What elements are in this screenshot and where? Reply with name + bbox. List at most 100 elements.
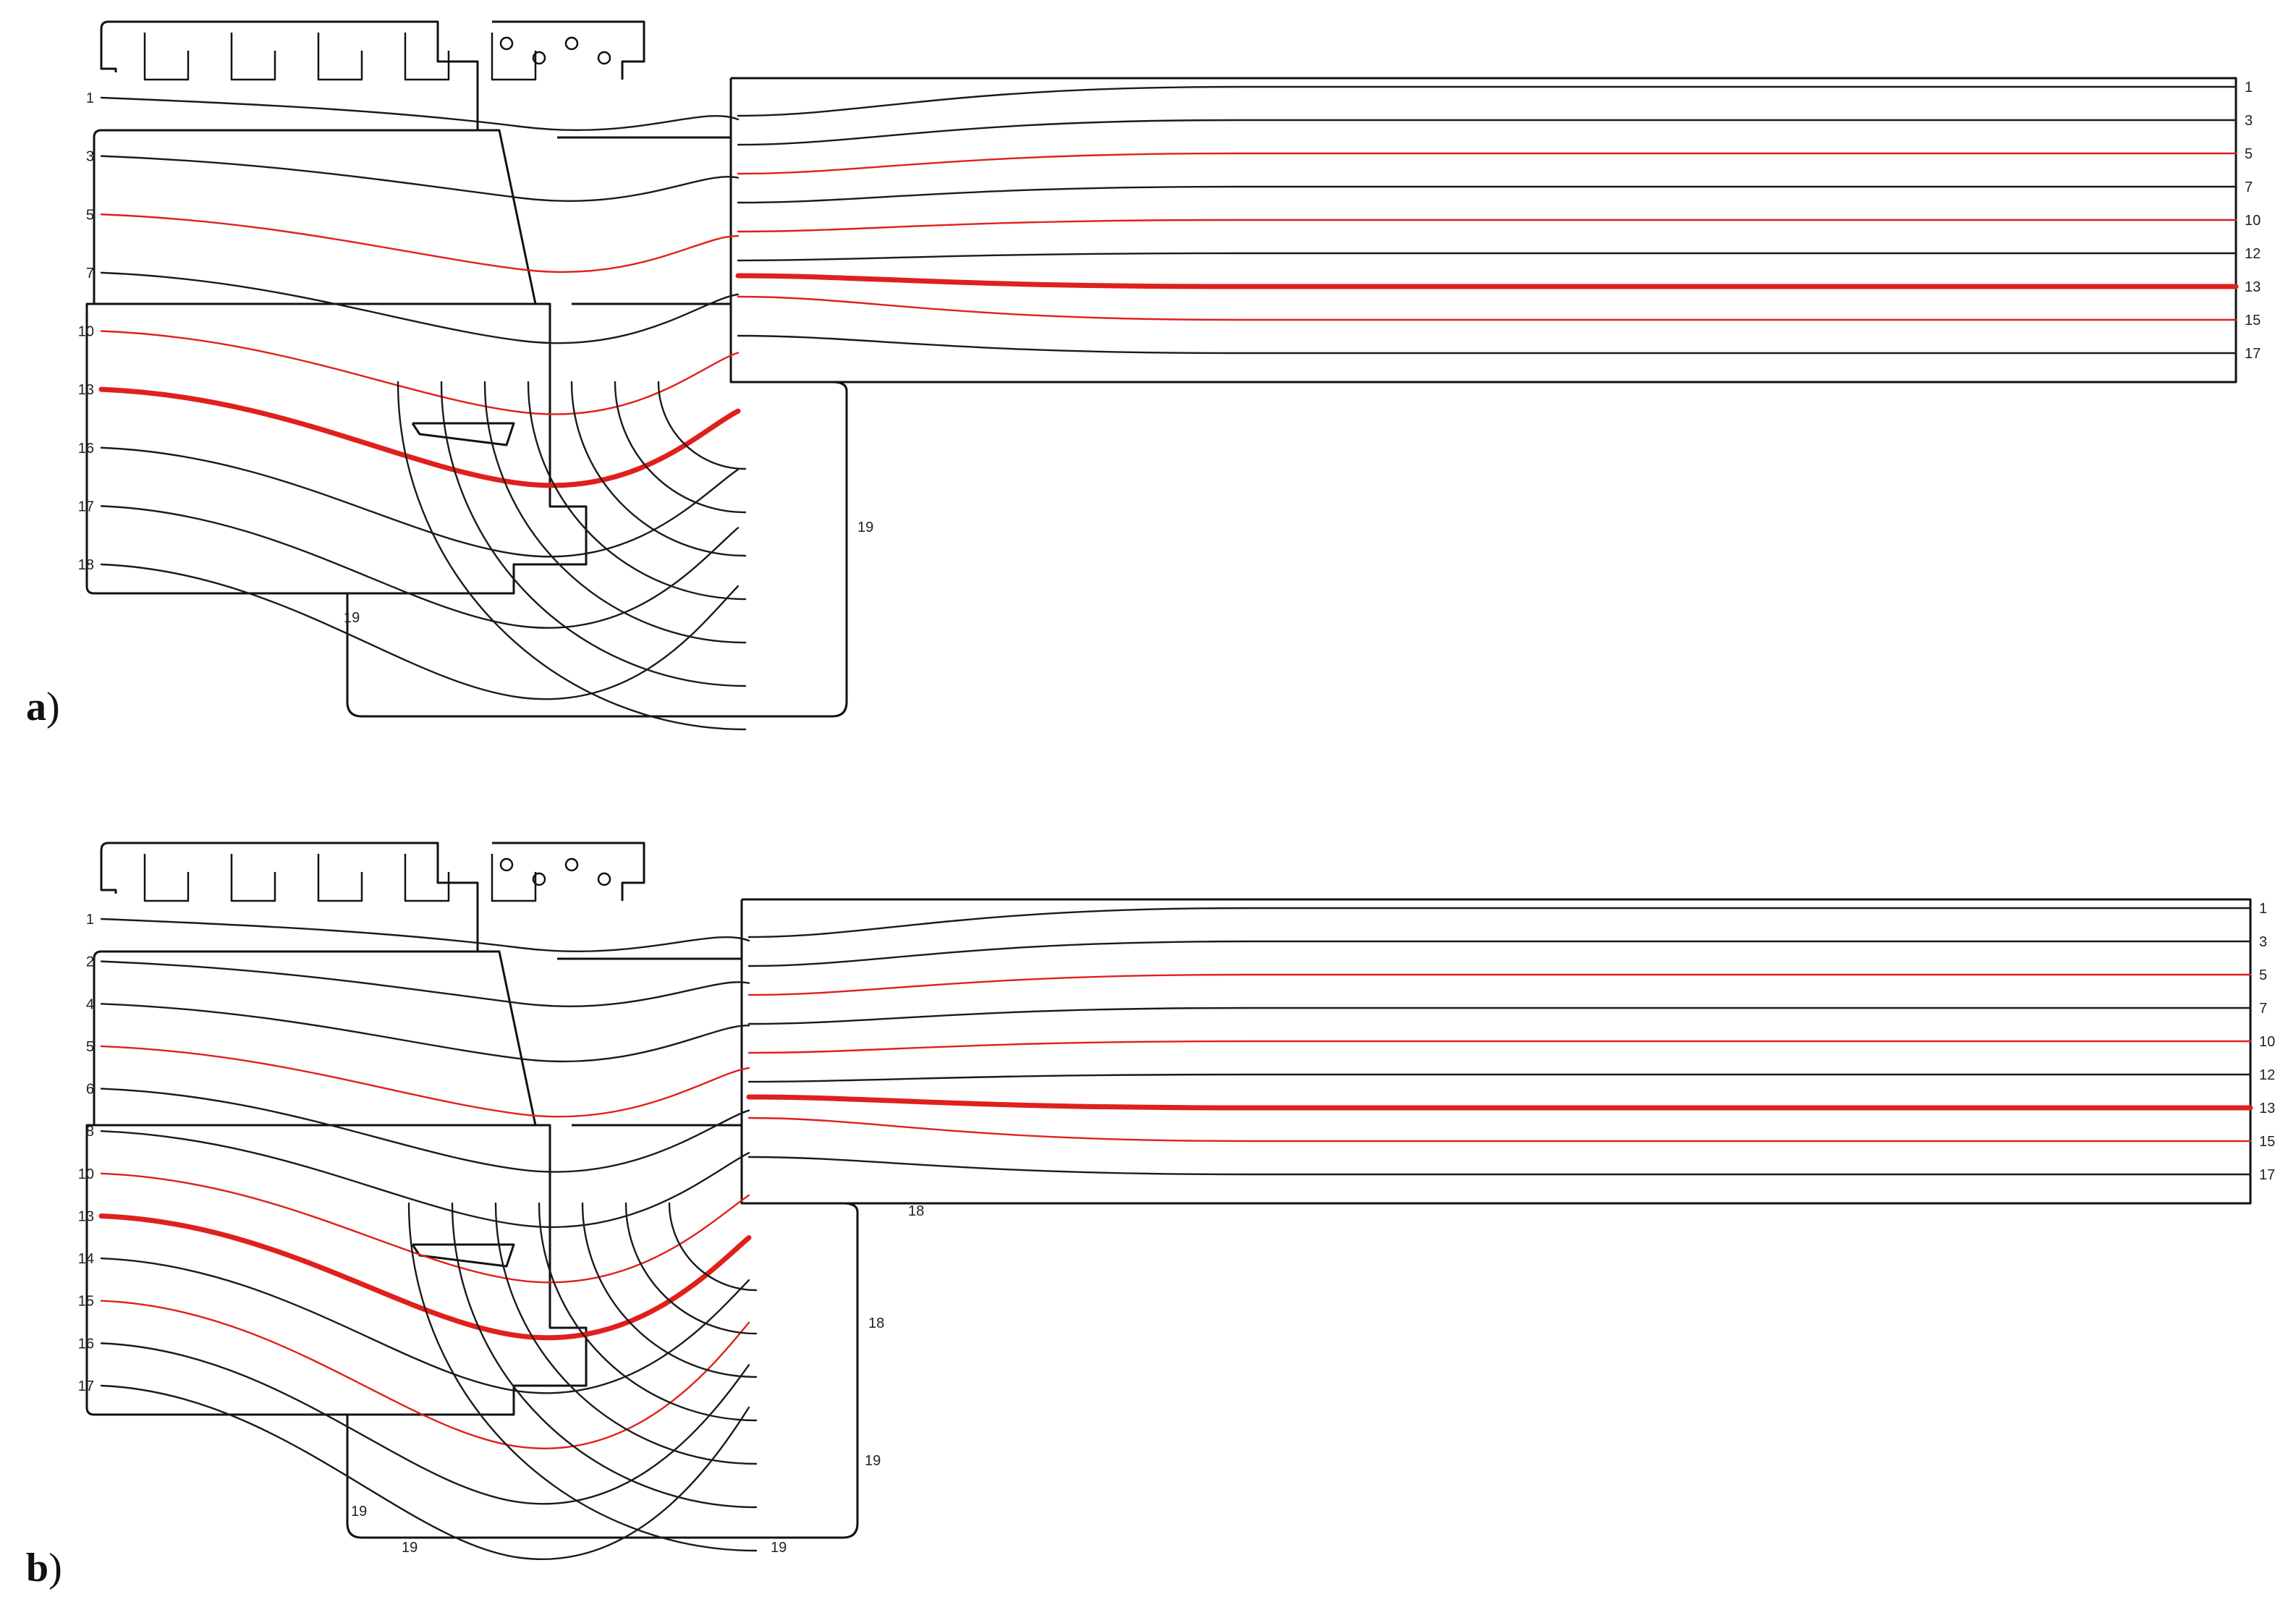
sash-block-outline: [93, 950, 537, 1127]
isotherm-left-label-5: 5: [86, 207, 94, 223]
glazing-bead-profile: [492, 842, 645, 901]
isotherm-extra-label-19: 19: [351, 1504, 367, 1520]
frame-block-outline: [85, 1124, 588, 1416]
isotherm-curve-17: [100, 1384, 750, 1560]
isotherm-right-label-17: 17: [2245, 346, 2261, 362]
profile-slot: [491, 33, 537, 81]
isotherm-right-label-1: 1: [2259, 901, 2267, 917]
isotherm-curve-7: [100, 271, 740, 344]
isotherm-curve-13: [98, 386, 741, 488]
profile-slot: [143, 854, 190, 902]
isotherm-left-label-18: 18: [78, 557, 94, 573]
profile-slot: [230, 854, 276, 902]
isotherm-line-10: [747, 1040, 2252, 1054]
isotherm-right-label-13: 13: [2245, 279, 2261, 295]
isotherm-right-label-10: 10: [2259, 1034, 2275, 1050]
isotherm-curve-16: [100, 1342, 750, 1505]
glazing-unit-outline: [740, 898, 2252, 1205]
isotherm-left-label-13: 13: [78, 1208, 94, 1224]
profile-hook: [499, 857, 514, 872]
wall-isotherm-arc: [657, 381, 747, 470]
isotherm-line-17: [747, 1156, 2252, 1176]
isotherm-line-3: [737, 119, 2237, 146]
isotherm-right-label-3: 3: [2259, 934, 2267, 950]
wall-isotherm-arc: [614, 381, 747, 514]
profile-hook: [564, 36, 579, 51]
isotherm-curve-4: [100, 1003, 750, 1063]
panel-b-caption-paren: ): [48, 1546, 62, 1590]
isotherm-line-13: [746, 1094, 2253, 1111]
isotherm-left-label-10: 10: [78, 1166, 94, 1182]
isotherm-extra-label-19: 19: [402, 1540, 418, 1556]
isotherm-left-label-5: 5: [86, 1039, 94, 1055]
isotherm-extra-label-18: 18: [868, 1315, 884, 1331]
profile-hook: [597, 872, 611, 886]
isotherm-right-label-1: 1: [2245, 80, 2253, 96]
isotherm-line-3: [747, 940, 2252, 967]
wall-isotherm-arc: [483, 381, 747, 644]
isotherm-left-label-17: 17: [78, 1378, 94, 1394]
isotherm-line-15: [747, 1116, 2252, 1143]
isotherm-curve-1: [100, 918, 750, 952]
profile-slot: [143, 33, 190, 81]
isotherm-line-12: [737, 252, 2237, 262]
isotherm-curve-16: [100, 446, 740, 558]
panel-b-caption: b): [26, 1545, 62, 1591]
isotherm-curve-17: [100, 505, 740, 629]
panel-b: 1357101213151712456810131415161718181919…: [78, 842, 2275, 1560]
wall-isotherm-arc: [494, 1202, 758, 1465]
isotherm-right-label-12: 12: [2259, 1067, 2275, 1083]
isotherm-left-label-14: 14: [78, 1251, 94, 1267]
isotherm-curve-5: [100, 1045, 750, 1118]
isotherm-line-7: [747, 1007, 2252, 1025]
sash-profile-top: [100, 20, 479, 130]
isotherm-left-label-1: 1: [86, 90, 94, 106]
isotherm-curve-2: [100, 960, 750, 1007]
isotherm-left-label-10: 10: [78, 324, 94, 340]
profile-slot: [317, 33, 363, 81]
wall-isotherm-arc: [538, 1202, 758, 1422]
frame-block-outline: [85, 302, 588, 595]
isotherm-curve-14: [100, 1257, 750, 1394]
isotherm-right-label-13: 13: [2259, 1101, 2275, 1116]
isotherm-left-label-16: 16: [78, 441, 94, 457]
isotherm-left-label-17: 17: [78, 499, 94, 514]
isotherm-line-17: [737, 334, 2237, 355]
profile-hook: [532, 51, 546, 65]
profile-slot: [404, 854, 450, 902]
profile-slot: [404, 33, 450, 81]
wall-block-outline: [346, 381, 848, 718]
isotherm-line-1: [737, 85, 2237, 117]
panel-a-caption-paren: ): [46, 685, 60, 729]
frame-profile-outline: [100, 43, 117, 72]
thermal-break-outline: [411, 1243, 515, 1268]
isotherm-curve-15: [100, 1300, 750, 1449]
isotherm-left-label-6: 6: [86, 1082, 94, 1098]
isotherm-curve-3: [100, 155, 740, 202]
isotherm-curve-10: [100, 1172, 750, 1284]
wall-isotherm-arc: [570, 381, 747, 557]
isotherm-extra-label-19: 19: [771, 1540, 787, 1556]
profile-hook: [499, 36, 514, 51]
panel-a-caption: a): [26, 684, 60, 730]
isotherm-left-label-15: 15: [78, 1294, 94, 1310]
wall-isotherm-arc: [440, 381, 747, 687]
isotherm-right-label-5: 5: [2245, 146, 2253, 162]
isotherm-curve-10: [100, 330, 740, 415]
isotherm-extra-label-19: 19: [857, 520, 873, 535]
isotherm-right-label-17: 17: [2259, 1167, 2275, 1183]
isotherm-left-label-13: 13: [78, 382, 94, 398]
wall-isotherm-arc: [451, 1202, 758, 1509]
isotherm-line-10: [737, 219, 2237, 233]
frame-profile-outline: [100, 865, 117, 894]
glazing-unit-outline: [729, 77, 2237, 383]
isotherm-curve-1: [100, 96, 740, 132]
isotherm-right-label-15: 15: [2245, 313, 2261, 329]
isotherm-curve-6: [100, 1088, 750, 1173]
isotherm-curve-5: [100, 213, 740, 274]
isotherm-extra-label-18: 18: [908, 1203, 924, 1219]
isotherm-left-label-2: 2: [86, 954, 94, 970]
profile-slot: [317, 854, 363, 902]
wall-isotherm-arc: [668, 1202, 758, 1292]
isotherm-line-1: [747, 907, 2252, 938]
